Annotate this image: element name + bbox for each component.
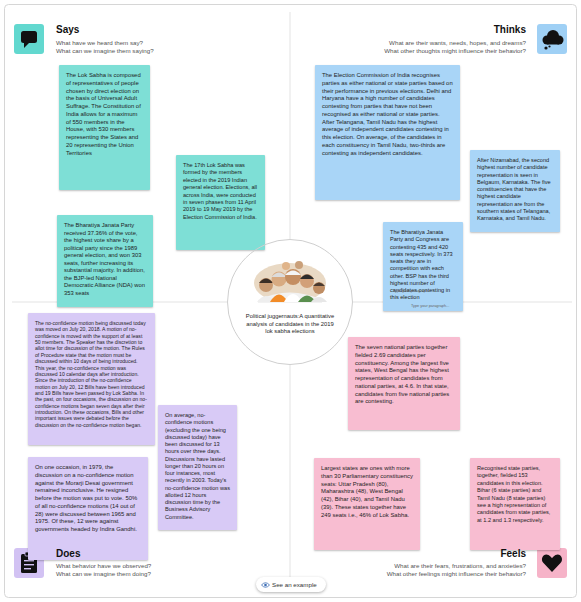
sticky-note: After Nizamabad, the second highest numb…	[470, 150, 560, 232]
quadrant-heading: Says	[56, 24, 79, 36]
example-button: See an example	[256, 577, 326, 592]
note-text: The Election Commission of India recogni…	[322, 72, 453, 158]
sticky-note: The 17th Lok Sabha was formed by the mem…	[176, 155, 265, 250]
quadrant-prompt: What can we imagine them saying?	[56, 47, 154, 54]
quadrant-heading: Feels	[500, 548, 526, 560]
note-text: The Bharatiya Janata Party received 37.3…	[64, 222, 146, 297]
placeholder-text: Type your paragraph...	[411, 304, 449, 309]
quadrant-prompt: What are their wants, needs, hopes, and …	[389, 39, 526, 46]
sticky-note: On average, no-confidence motions (exclu…	[158, 405, 237, 530]
sticky-note: The Bharatiya Janata Party and Congress …	[383, 222, 463, 311]
thinks-icon	[537, 24, 567, 54]
sticky-note: The seven national parties together fiel…	[348, 337, 460, 430]
sticky-note: Recognised state parties, together, fiel…	[470, 458, 560, 550]
title-text: Political juggernauts:A quantitative ana…	[244, 313, 336, 336]
politicians-illustration	[254, 261, 327, 303]
note-text: The seven national parties together fiel…	[355, 344, 453, 406]
button-text: See an example	[272, 581, 317, 588]
quadrant-prompt: What have we heard them say?	[56, 39, 143, 46]
frame	[5, 5, 577, 598]
sticky-note: The no-confidence motion being discussed…	[28, 313, 155, 445]
sticky-note: The Lok Sabha is composed of representat…	[59, 65, 150, 190]
feels-icon	[537, 548, 567, 578]
note-text: Largest states are ones with more than 3…	[321, 465, 413, 519]
note-text: On one occasion, in 1979, the discussion…	[35, 464, 141, 534]
note-text: After Nizamabad, the second highest numb…	[477, 157, 553, 222]
quadrant-prompt: What are their fears, frustrations, and …	[394, 562, 526, 569]
eye-icon	[261, 582, 270, 588]
quadrant-heading: Does	[56, 548, 80, 560]
quadrant-heading: Thinks	[494, 24, 526, 36]
center-circle: Political juggernauts:A quantitative ana…	[227, 239, 353, 365]
sticky-note: On one occasion, in 1979, the discussion…	[28, 457, 148, 560]
note-text: On average, no-confidence motions (exclu…	[165, 412, 230, 521]
note-text: The Lok Sabha is composed of representat…	[66, 72, 143, 158]
note-text: Recognised state parties, together, fiel…	[477, 465, 553, 524]
note-text: The 17th Lok Sabha was formed by the mem…	[183, 162, 258, 221]
quadrant-prompt: What behavior have we observed?	[56, 562, 151, 569]
note-text: The no-confidence motion being discussed…	[35, 320, 148, 428]
sticky-note: The Election Commission of India recogni…	[315, 65, 460, 200]
says-icon	[14, 24, 44, 54]
quadrant-prompt: What other thoughts might influence thei…	[384, 47, 526, 54]
placeholder-text: Type your paragraph...	[393, 289, 431, 294]
quadrant-prompt: What other feelings might influence thei…	[387, 570, 526, 577]
sticky-note: The Bharatiya Janata Party received 37.3…	[57, 215, 153, 307]
center-ground	[227, 239, 353, 365]
sticky-note: Largest states are ones with more than 3…	[314, 458, 420, 550]
quadrant-prompt: What can we imagine them doing?	[56, 570, 151, 577]
